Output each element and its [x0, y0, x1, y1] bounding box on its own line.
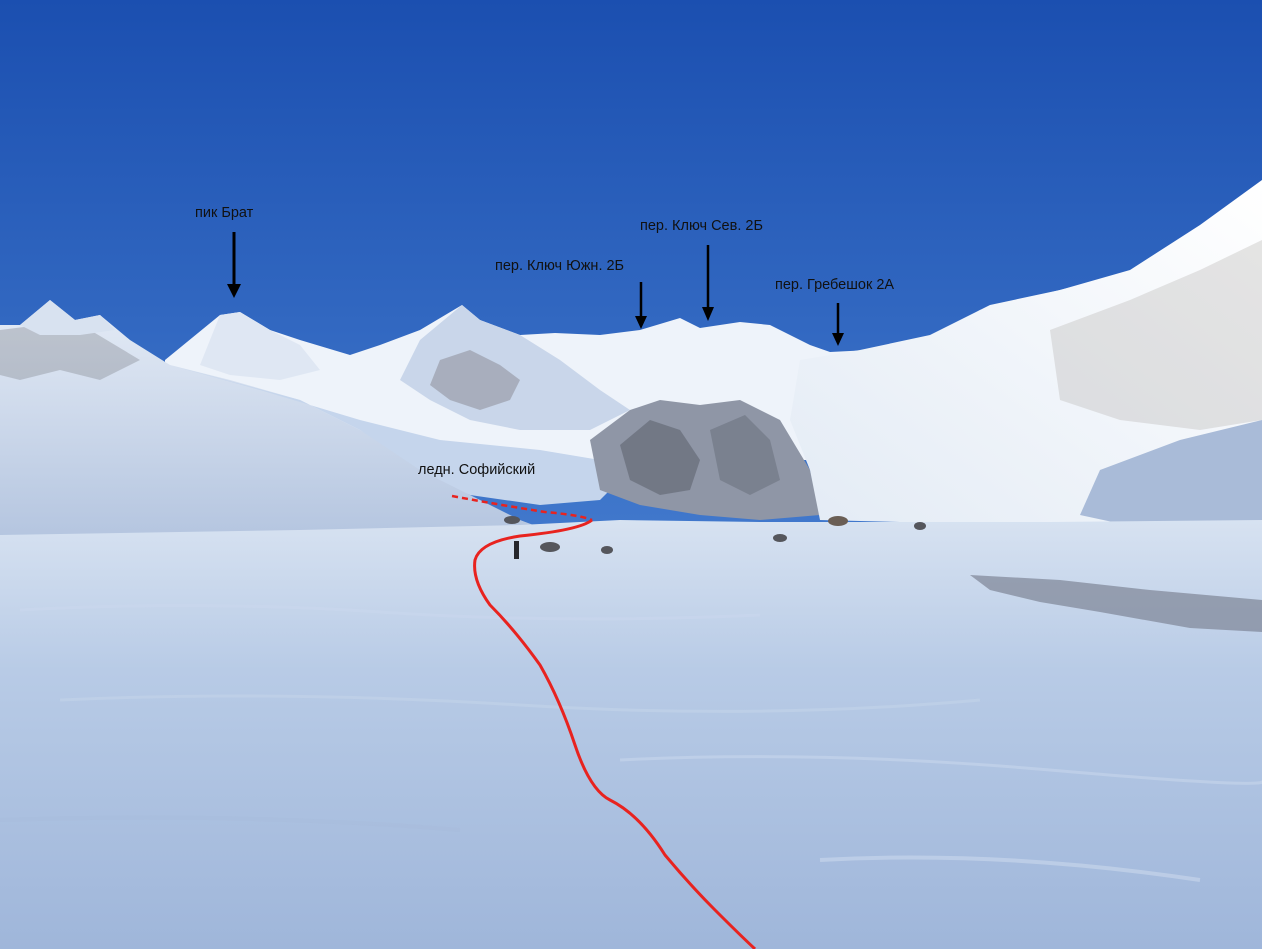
rock-buttress-dark — [620, 420, 700, 495]
arrow-peak-brat — [227, 232, 241, 298]
route-line-dashed — [451, 494, 593, 522]
left-slope-rocks — [0, 325, 140, 380]
arrow-pass-grebeshok — [832, 303, 844, 346]
rock-buttress-dark-2 — [710, 415, 780, 495]
label-glacier-sofiysky: ледн. Софийский — [418, 462, 536, 478]
right-slope — [790, 180, 1262, 525]
boulder — [540, 542, 560, 552]
right-slope-shadow — [1080, 420, 1262, 530]
boulder — [914, 522, 926, 530]
label-peak-brat: пик Брат — [195, 205, 254, 221]
left-peak-shadow — [20, 300, 115, 335]
right-slope-rocks — [1050, 240, 1262, 430]
hiker — [514, 541, 519, 559]
left-slope — [0, 300, 560, 545]
snow-texture-3 — [619, 755, 1262, 785]
label-pass-klyuch-yuzh: пер. Ключ Южн. 2Б — [495, 258, 625, 274]
boulder — [773, 534, 787, 542]
route-line — [473, 518, 757, 949]
river-moraine — [970, 575, 1262, 632]
rock-band-center — [430, 350, 520, 410]
label-pass-klyuch-sev: пер. Ключ Сев. 2Б — [640, 218, 763, 234]
snow-texture-1 — [19, 603, 761, 621]
snow-texture-4 — [0, 815, 461, 832]
brat-peak-shadow — [200, 312, 320, 380]
boulder — [601, 546, 613, 554]
glacier-sofiysky — [170, 365, 620, 505]
boulder — [504, 516, 520, 524]
arrow-pass-klyuch-sev — [702, 245, 714, 321]
snow-texture-2 — [59, 694, 981, 713]
arrow-pass-klyuch-yuzh — [635, 282, 647, 329]
snow-texture-5 — [819, 855, 1201, 882]
valley-floor — [0, 520, 1262, 949]
boulder — [828, 516, 848, 526]
label-pass-grebeshok: пер. Гребешок 2А — [775, 277, 895, 293]
